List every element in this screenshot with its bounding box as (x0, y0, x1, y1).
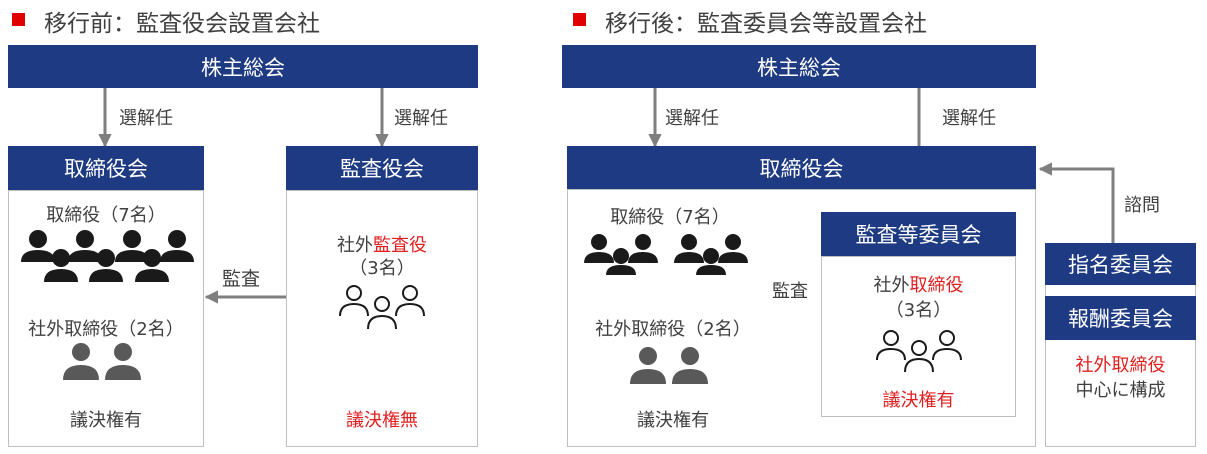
left-directors-label: 取締役（7名） (46, 205, 166, 226)
left-audit-board-header: 監査役会 (286, 146, 478, 190)
right-committee-members-icon (873, 328, 965, 380)
right-audit-committee-header: 監査等委員会 (821, 212, 1016, 256)
left-shareholders-meeting: 株主総会 (8, 45, 478, 88)
right-composition-red: 社外取締役 (1075, 355, 1166, 376)
left-audit-voting: 議決権無 (346, 410, 418, 431)
right-directors-icon (582, 232, 758, 280)
right-directors-label: 取締役（7名） (610, 207, 730, 228)
right-audit-label: 監査 (772, 281, 808, 302)
right-outside-directors-icon (628, 346, 710, 390)
left-directors-icon (18, 228, 194, 288)
right-board-voting: 議決権有 (637, 410, 709, 431)
right-elect-label-1: 選解任 (665, 108, 719, 129)
right-outside-directors-label: 社外取締役（2名） (595, 319, 751, 340)
right-outside-prefix: 社外 (873, 275, 910, 296)
right-board-header: 取締役会 (567, 146, 1036, 189)
right-director-word: 取締役 (909, 275, 964, 296)
right-nomination-committee: 指名委員会 (1045, 243, 1196, 285)
left-board-header: 取締役会 (8, 146, 204, 190)
right-section-bullet (573, 13, 586, 26)
right-consult-label: 諮問 (1124, 195, 1160, 216)
left-audit-label: 監査 (222, 268, 261, 290)
left-audit-board-panel (286, 190, 478, 447)
right-elect-label-2: 選解任 (942, 108, 996, 129)
right-composition-rest: 中心に構成 (1075, 380, 1166, 401)
left-outside-auditor-label: 社外監査役 (286, 231, 478, 257)
left-section-bullet (12, 13, 25, 26)
right-committee-voting: 議決権有 (882, 390, 955, 411)
right-audit-committee-panel (821, 256, 1016, 417)
left-elect-label-2: 選解任 (394, 108, 448, 129)
left-outside-directors-icon (61, 342, 143, 386)
right-consult-arrow (1038, 162, 1115, 243)
left-outside-directors-label: 社外取締役（2名） (28, 319, 184, 340)
right-compensation-committee: 報酬委員会 (1045, 296, 1196, 340)
left-auditor-word: 監査役 (373, 235, 427, 256)
right-committee-count: （3名） (885, 300, 952, 321)
left-outside-prefix: 社外 (337, 235, 373, 256)
right-outside-director-label: 社外取締役 (821, 271, 1016, 297)
left-section-title: 移行前：監査役会設置会社 (44, 11, 320, 37)
left-board-voting: 議決権有 (70, 410, 142, 431)
right-section-title: 移行後：監査委員会等設置会社 (605, 11, 927, 37)
left-auditor-count: （3名） (349, 258, 415, 279)
left-elect-label-1: 選解任 (119, 108, 173, 129)
left-auditors-icon (336, 282, 428, 338)
right-shareholders-meeting: 株主総会 (562, 45, 1036, 88)
